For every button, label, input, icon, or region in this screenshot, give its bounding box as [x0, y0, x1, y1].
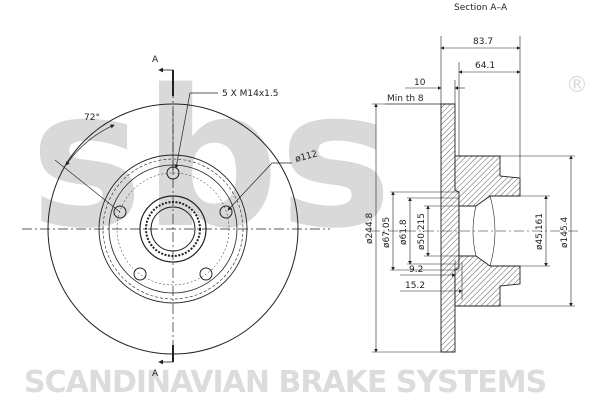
- dim-64-1: 64.1: [475, 61, 495, 71]
- section-dimensions: [372, 36, 575, 353]
- section-marker-top: A: [152, 55, 159, 65]
- section-title: Section A–A: [454, 3, 508, 13]
- angle-arc: [65, 124, 115, 166]
- section-marker-bottom: A: [152, 369, 159, 379]
- dim-9-2: 9.2: [409, 265, 423, 275]
- hub-section-bottom: [454, 255, 521, 307]
- bolt-hole: [219, 205, 233, 219]
- bolt-spec-label: 5 X M14x1.5: [222, 89, 278, 99]
- watermark-logo-text: sbs: [30, 49, 392, 270]
- bolt-hole: [199, 267, 213, 281]
- angle-label: 72°: [84, 113, 100, 123]
- dim-67-05: ø67.05: [382, 217, 392, 248]
- dim-50-215: ø50.215: [417, 213, 427, 250]
- hub-section-top: [454, 155, 521, 207]
- center-bore-inner: [150, 206, 196, 252]
- bolt-circle: [116, 172, 230, 286]
- center-bore-spline: [145, 201, 201, 257]
- dim-244-8: ø244.8: [365, 212, 375, 244]
- dim-min-thickness: Min th 8: [387, 94, 424, 104]
- dim-145-4: ø145.4: [560, 216, 570, 248]
- disc-plate-section: [440, 103, 460, 353]
- bolt-hole: [113, 205, 127, 219]
- bolt-spec-leader: [174, 92, 218, 169]
- bolt-hole: [133, 267, 147, 281]
- dim-45-161: ø45.161: [535, 213, 545, 250]
- angle-leader-left: [54, 159, 121, 213]
- dim-83-7: 83.7: [473, 37, 493, 47]
- dim-10: 10: [414, 78, 426, 88]
- bore-curve-right: [489, 195, 496, 267]
- footer-brand-text: SCANDINAVIAN BRAKE SYSTEMS: [24, 365, 546, 400]
- front-view: [22, 67, 330, 365]
- registered-mark: ®: [566, 73, 588, 98]
- bolt-circle-leader: [227, 162, 292, 211]
- dim-15-2: 15.2: [405, 281, 425, 291]
- dim-61-8: ø61.8: [399, 219, 409, 245]
- hub-dashed-circle: [102, 158, 244, 300]
- center-bore-outer: [139, 195, 207, 263]
